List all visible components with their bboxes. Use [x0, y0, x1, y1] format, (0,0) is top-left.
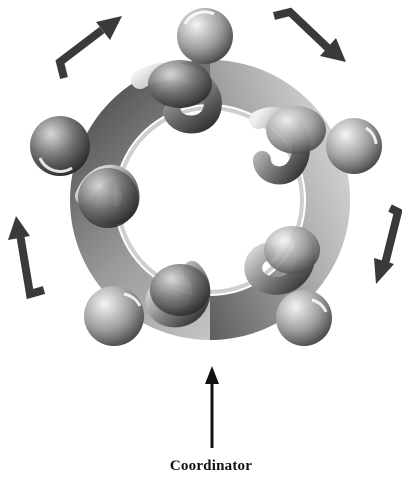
- cycle-arrow-icon: [8, 216, 44, 294]
- cycle-arrow-icon: [374, 208, 398, 284]
- cycle-arrow-icon: [274, 12, 346, 62]
- upward-arrow-icon: [205, 366, 219, 448]
- coordinator-caption: Coordinator: [0, 458, 402, 475]
- cycle-arrow-icon: [60, 16, 122, 78]
